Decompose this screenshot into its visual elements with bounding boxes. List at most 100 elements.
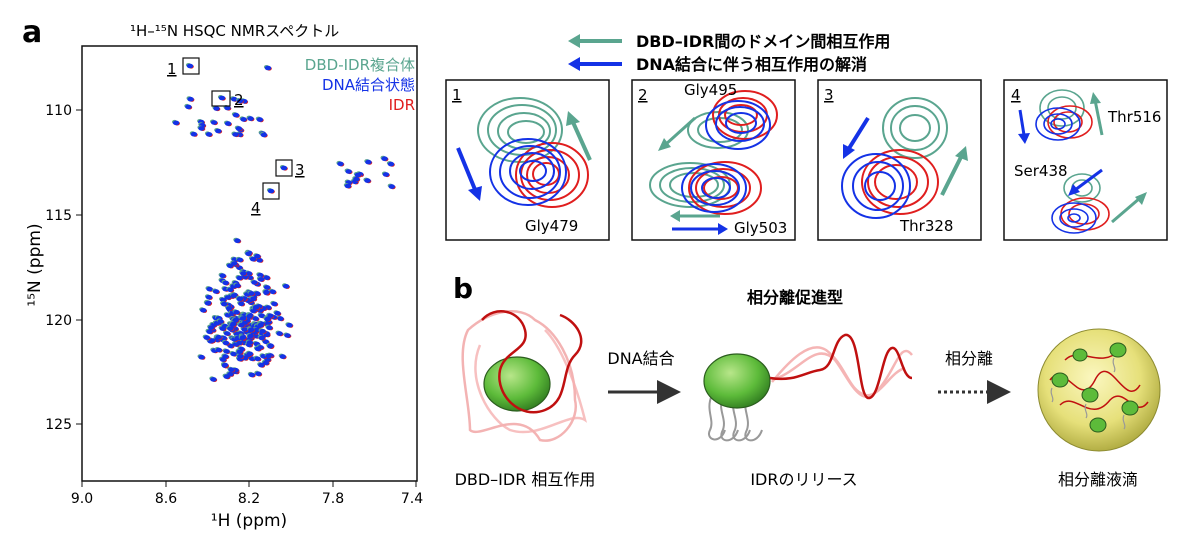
spectrum-peak — [206, 329, 213, 335]
inset-3-residue: Thr328 — [899, 217, 953, 235]
spectrum-peak — [247, 333, 254, 339]
x-axis-label: ¹H (ppm) — [211, 511, 287, 531]
spectrum-peak — [232, 317, 239, 323]
spectrum-peak — [232, 112, 240, 118]
spectrum-peak — [205, 295, 213, 300]
y-tick-110: 110 — [45, 103, 72, 119]
inset-4-num: 4 — [1011, 86, 1021, 104]
spectrum-peak — [230, 321, 237, 327]
spectrum-peak — [271, 301, 278, 307]
spectrum-peak — [256, 117, 264, 122]
y-tick-125: 125 — [45, 417, 72, 433]
spectrum-peak — [236, 340, 243, 346]
blue-arrow-text: DNA結合に伴う相互作用の解消 — [636, 55, 867, 74]
peak-box-3: 3 — [275, 159, 305, 179]
spectrum-peak — [364, 178, 371, 183]
spectrum-peak — [269, 289, 276, 295]
spectrum-peak — [264, 316, 271, 322]
spectrum-peak — [234, 283, 241, 288]
inset-2-num: 2 — [638, 86, 648, 104]
y-tick-120: 120 — [45, 313, 72, 329]
spectrum-frame — [81, 45, 418, 482]
x-axis-ticks — [81, 481, 417, 487]
spectrum-peak — [218, 95, 226, 101]
inset-1: 1 Gly479 — [445, 79, 610, 241]
state-1-illustration — [461, 310, 587, 442]
inset-4: 4 Thr516 Ser438 — [1003, 79, 1168, 241]
spectrum-peak — [238, 322, 245, 328]
spectrum-peak — [345, 169, 352, 174]
spectrum-peak — [238, 301, 245, 307]
x-tick-8.2: 8.2 — [238, 491, 260, 507]
spectrum-peak — [387, 161, 395, 167]
spectrum-peak — [258, 313, 265, 319]
spectrum-peak — [230, 351, 237, 357]
spectrum-peak — [252, 305, 260, 310]
peak-box-1: 1 — [167, 57, 200, 78]
spectrum-peak — [198, 126, 205, 131]
spectrum-peak — [344, 183, 352, 189]
spectrum-peak — [212, 289, 220, 294]
peak-box-label-2: 2 — [234, 91, 244, 109]
spectrum-peak — [248, 372, 256, 378]
spectrum-peak — [245, 271, 253, 276]
spectrum-peak — [204, 301, 212, 306]
spectrum-peak — [236, 275, 243, 281]
arrow-legend — [568, 34, 622, 71]
inset-1-residue: Gly479 — [525, 217, 578, 235]
spectrum-peak — [222, 354, 229, 359]
peak-box-2: 2 — [211, 90, 244, 109]
x-tick-7.8: 7.8 — [322, 491, 344, 507]
spectrum-peak — [388, 184, 395, 189]
y-axis-label: ¹⁵N (ppm) — [25, 223, 45, 306]
spectrum-peak — [224, 105, 231, 111]
spectrum-peak — [239, 316, 247, 321]
spectrum-peak — [353, 176, 360, 182]
spectrum-peak — [241, 327, 248, 332]
spectrum-peak — [260, 132, 268, 138]
legend-dna-bound: DNA結合状態 — [322, 76, 415, 94]
spectrum-peak — [337, 161, 344, 167]
step-2-label: 相分離 — [945, 349, 993, 368]
spectrum-peak — [286, 322, 293, 328]
legend-complex: DBD-IDR複合体 — [305, 56, 415, 74]
peak-box-label-4: 4 — [251, 199, 261, 217]
x-tick-8.6: 8.6 — [155, 491, 177, 507]
spectrum-peak — [263, 289, 270, 295]
spectrum-peak — [246, 351, 254, 357]
spectrum-peak — [219, 273, 226, 279]
panel-a-letter: a — [22, 15, 42, 50]
spectrum-peak — [248, 291, 255, 296]
spectrum-peak — [233, 310, 240, 315]
green-arrow-text: DBD–IDR間のドメイン間相互作用 — [636, 32, 890, 51]
spectrum-peak — [276, 331, 283, 336]
spectrum-peak — [279, 354, 286, 359]
spectrum-peak — [226, 306, 233, 311]
spectrum-peak — [253, 327, 260, 333]
spectrum-peak — [223, 374, 230, 379]
caption-state-1: DBD–IDR 相互作用 — [455, 470, 596, 489]
spectrum-title: ¹H–¹⁵N HSQC NMRスペクトル — [130, 22, 339, 40]
spectrum-peak — [235, 126, 243, 131]
spectrum-peak — [284, 333, 291, 338]
spectrum-peak — [381, 156, 388, 161]
spectrum-peak — [252, 316, 259, 321]
spectrum-peak — [228, 367, 235, 373]
spectrum-peak — [247, 116, 254, 121]
spectrum-peak — [185, 104, 192, 110]
spectrum-peak — [365, 159, 372, 165]
spectrum-peak — [190, 131, 198, 137]
spectrum-peak — [240, 117, 247, 122]
dbd-domain-2 — [703, 353, 771, 409]
spectrum-peak — [231, 96, 238, 102]
spectrum-peak — [250, 296, 257, 302]
spectrum-peak — [264, 65, 272, 71]
spectrum-peak — [237, 354, 244, 359]
inset-3-num: 3 — [824, 86, 834, 104]
spectrum-peak — [354, 172, 362, 178]
spectrum-peak — [254, 346, 262, 352]
panel-b-letter: b — [453, 272, 473, 305]
step-1-label: DNA結合 — [607, 349, 674, 368]
spectrum-peak — [215, 334, 222, 340]
inset-3: 3 Thr328 — [817, 79, 982, 241]
